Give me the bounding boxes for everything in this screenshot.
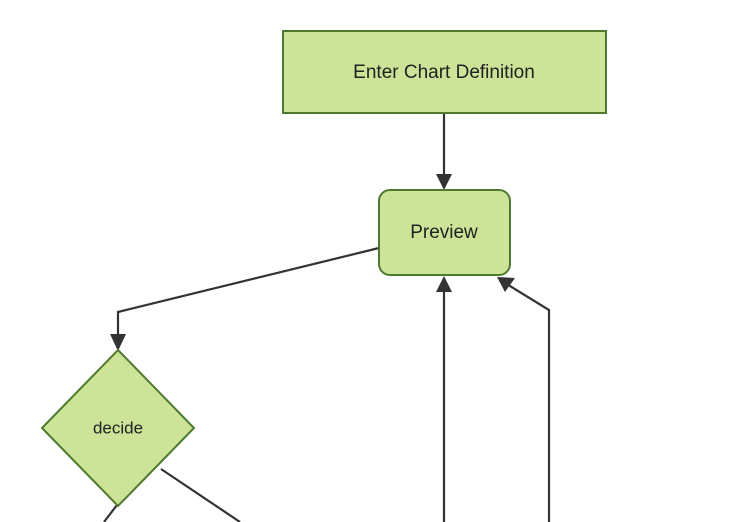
- node-enter-chart-definition[interactable]: Enter Chart Definition: [282, 30, 607, 114]
- edge-decide-to-bottom-left-line: [103, 504, 118, 522]
- arrow-head-icon: [110, 334, 126, 351]
- edge-decide-to-bottom-right-line: [160, 468, 241, 522]
- edge-layer: [103, 113, 551, 522]
- node-preview[interactable]: Preview: [378, 189, 511, 276]
- node-enter-chart-definition-label: Enter Chart Definition: [353, 62, 535, 83]
- arrow-head-icon: [436, 174, 452, 190]
- node-layer: Enter Chart Definition Preview decide: [40, 30, 607, 508]
- edge-preview-to-decide[interactable]: [110, 246, 380, 351]
- edge-decide-to-bottom-left[interactable]: [103, 504, 118, 522]
- node-decide-label: decide: [93, 418, 143, 437]
- edge-decide-to-bottom-right[interactable]: [160, 468, 241, 522]
- edge-bottom-right-to-preview[interactable]: [497, 277, 551, 522]
- arrow-head-icon: [497, 277, 515, 292]
- node-decide-shape: [40, 348, 196, 508]
- edge-bottom-center-to-preview[interactable]: [436, 276, 452, 522]
- node-preview-label: Preview: [410, 222, 478, 243]
- node-decide[interactable]: decide: [40, 348, 196, 508]
- edge-enter-to-preview[interactable]: [436, 113, 452, 190]
- edge-bottom-right-to-preview-line: [504, 282, 551, 522]
- edge-preview-to-decide-line: [116, 246, 380, 342]
- node-enter-chart-definition-shape: [282, 30, 607, 114]
- arrow-head-icon: [436, 276, 452, 292]
- node-preview-shape: [378, 189, 511, 276]
